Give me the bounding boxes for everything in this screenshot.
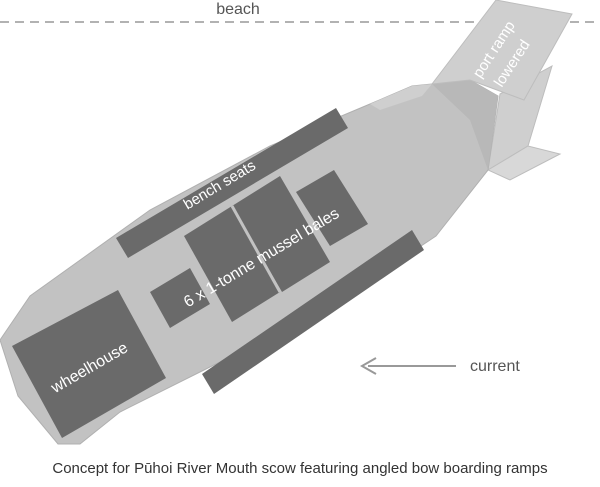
bench-seats-port — [116, 108, 348, 258]
mussel-bale-2 — [184, 206, 280, 322]
bale-divider-1 — [230, 205, 282, 293]
hull-bow-shade — [432, 80, 498, 170]
port-ramp — [430, 0, 573, 101]
wheelhouse — [12, 290, 166, 438]
starboard-ramp-edge — [486, 145, 562, 181]
beach-label: beach — [216, 1, 260, 18]
hull-port-edge — [370, 84, 432, 110]
bench-seats-starboard — [202, 230, 424, 394]
current-label: current — [470, 358, 520, 375]
mussel-bale-3 — [232, 176, 330, 292]
current-arrow — [359, 357, 456, 375]
mussel-bale-4 — [296, 170, 368, 246]
figure-caption: Concept for Pūhoi River Mouth scow featu… — [52, 460, 548, 477]
mussel-bale-1 — [150, 268, 210, 328]
